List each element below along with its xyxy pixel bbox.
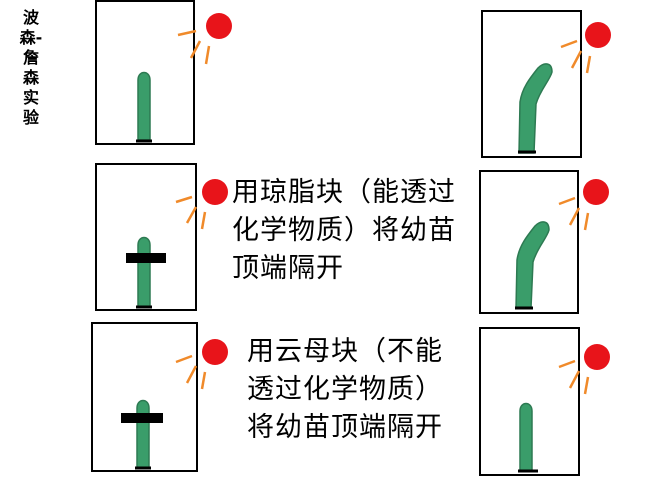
caption-mica: 用云母块（不能透过化学物质）将幼苗顶端隔开 bbox=[247, 336, 443, 443]
sun-icon bbox=[558, 344, 610, 395]
seedling-icon bbox=[519, 402, 533, 472]
panel-intact-after bbox=[480, 10, 630, 160]
block-icon bbox=[121, 413, 163, 423]
caption-agar: 用琼脂块（能透过化学物质）将幼苗顶端隔开 bbox=[232, 177, 456, 284]
sun-icon bbox=[560, 22, 611, 74]
panel-intact-before bbox=[88, 0, 238, 150]
sun-icon bbox=[558, 179, 609, 231]
sun-icon bbox=[177, 13, 232, 65]
seedling-icon bbox=[515, 221, 550, 309]
panel-mica-before bbox=[88, 322, 238, 482]
panel-agar-before bbox=[88, 163, 238, 313]
block-icon bbox=[126, 253, 166, 263]
sun-icon bbox=[175, 179, 228, 230]
panel-agar-after bbox=[478, 170, 628, 320]
seedling-icon bbox=[137, 236, 151, 308]
seedling-icon bbox=[137, 71, 151, 141]
seedling-icon bbox=[136, 399, 150, 469]
diagram-title: 波森-詹森实验 bbox=[19, 8, 43, 127]
panel-mica-after bbox=[478, 327, 628, 482]
seedling-icon bbox=[518, 63, 553, 154]
sun-icon bbox=[175, 339, 228, 390]
